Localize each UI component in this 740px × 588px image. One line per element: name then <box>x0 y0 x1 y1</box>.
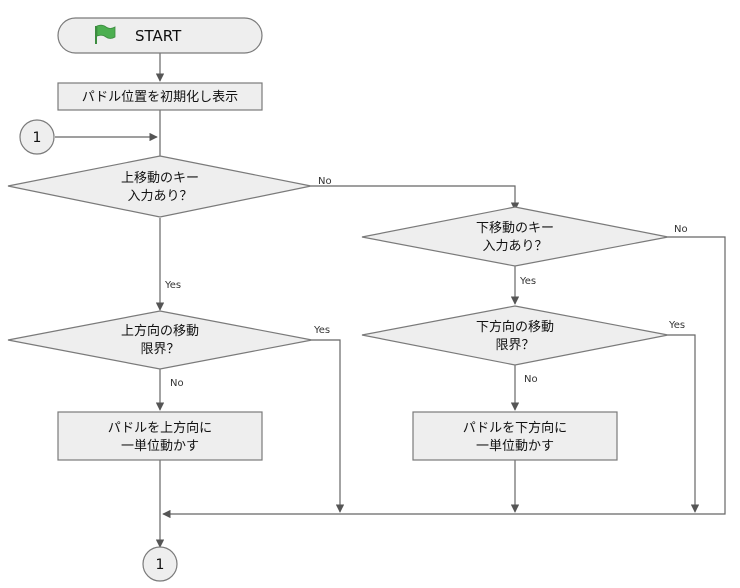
decision-down-key-line1: 下移動のキー <box>476 221 554 236</box>
action-down-line2: 一単位動かす <box>476 438 554 454</box>
action-down: パドルを下方向に 一単位動かす <box>412 411 618 461</box>
decision-up-key-line2: 入力あり？ <box>127 189 192 204</box>
decision-up-key-line1: 上移動のキー <box>121 171 199 186</box>
branch-down-key-no: No <box>674 224 688 235</box>
branch-up-limit-yes: Yes <box>313 325 330 336</box>
init-process-label: パドル位置を初期化し表示 <box>82 90 238 105</box>
branch-up-key-no: No <box>318 176 332 187</box>
action-up-box <box>57 411 263 461</box>
connector-bottom: 1 <box>142 546 178 582</box>
decision-up-limit: 上方向の移動 限界？ <box>7 310 313 370</box>
arrow-down-limit-yes <box>668 334 700 513</box>
connector-top: 1 <box>19 119 55 155</box>
action-up-line1: パドルを上方向に <box>108 420 212 436</box>
decision-down-limit-shape <box>361 305 669 366</box>
decision-down-limit-line1: 下方向の移動 <box>476 319 554 335</box>
branch-up-key-yes: Yes <box>164 280 181 291</box>
branch-labels: No Yes No Yes Yes No Yes No <box>164 176 688 389</box>
connector-bottom-circle <box>142 546 178 582</box>
action-down-line1: パドルを下方向に <box>463 420 567 436</box>
decision-down-limit-line2: 限界？ <box>495 338 534 353</box>
decision-up-limit-line1: 上方向の移動 <box>121 323 199 339</box>
arrow-up-limit-yes <box>312 339 345 513</box>
branch-down-limit-yes: Yes <box>668 320 685 331</box>
branch-down-limit-no: No <box>524 374 538 385</box>
decision-up-limit-shape <box>7 310 313 370</box>
branch-up-limit-no: No <box>170 378 184 389</box>
connector-top-circle <box>19 119 55 155</box>
action-up: パドルを上方向に 一単位動かす <box>57 411 263 461</box>
decision-down-key-shape <box>361 206 669 267</box>
decision-down-limit: 下方向の移動 限界？ <box>361 305 669 366</box>
decision-up-key: 上移動のキー 入力あり？ <box>7 155 312 218</box>
connector-top-label: 1 <box>33 130 42 146</box>
decision-down-key: 下移動のキー 入力あり？ <box>361 206 669 267</box>
decision-up-limit-line2: 限界？ <box>140 342 179 357</box>
connector-bottom-label: 1 <box>156 557 165 573</box>
start-shape <box>57 17 263 54</box>
green-flag-icon <box>95 24 116 44</box>
action-down-box <box>412 411 618 461</box>
action-up-line2: 一単位動かす <box>121 438 199 454</box>
decision-down-key-line2: 入力あり？ <box>482 239 547 254</box>
init-process: パドル位置を初期化し表示 <box>57 82 263 111</box>
decision-up-key-shape <box>7 155 312 218</box>
branch-down-key-yes: Yes <box>519 276 536 287</box>
start-terminator: START <box>57 17 263 54</box>
start-label: START <box>135 27 182 45</box>
arrow-down-key-no-merge <box>162 236 726 519</box>
arrow-up-key-no <box>311 185 520 211</box>
connector-lines <box>55 53 726 548</box>
init-process-box <box>57 82 263 111</box>
